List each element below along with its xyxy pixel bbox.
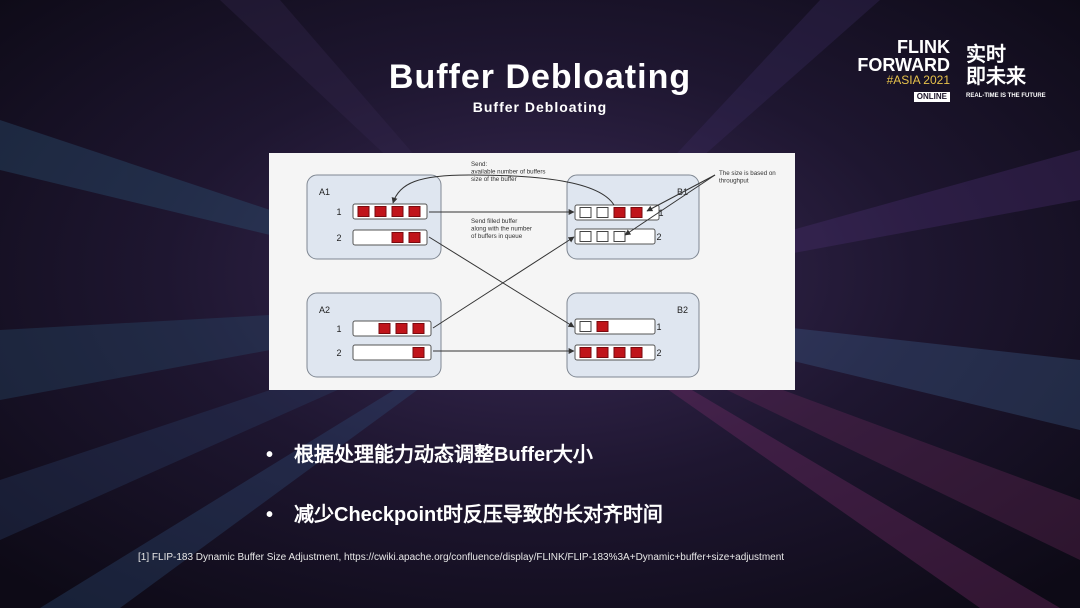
a2-to-b1-arrow	[432, 236, 575, 329]
logo-online-badge: ONLINE	[913, 92, 950, 102]
footnote-reference: [1] FLIP-183 Dynamic Buffer Size Adjustm…	[138, 552, 785, 563]
node-label: B2	[677, 305, 688, 315]
channel-label: 1	[336, 324, 341, 334]
send-buffer-note: Send filled buffer	[471, 218, 517, 225]
filled-buffer	[408, 206, 421, 217]
bullet-dot-icon: •	[266, 444, 274, 466]
empty-buffer	[613, 231, 626, 242]
bullet-item: • 减少Checkpoint时反压导致的长对齐时间	[266, 498, 663, 527]
filled-buffer	[412, 323, 425, 334]
logo-line-flink: FLINK	[897, 37, 950, 57]
channel-label: 1	[658, 208, 663, 218]
filled-buffer	[596, 347, 609, 358]
credit-arrow	[391, 174, 615, 206]
size-note-arrow	[624, 174, 716, 236]
logo-chinese: 实时 即未来	[966, 44, 1026, 88]
channel-label: 1	[656, 322, 661, 332]
filled-buffer	[613, 207, 626, 218]
channel-queue	[352, 320, 432, 337]
a1-to-b2-arrow	[428, 236, 575, 328]
filled-buffer	[391, 232, 404, 243]
conference-logo: FLINK FORWARD #ASIA 2021 ONLINE 实时 即未来 R…	[848, 38, 1048, 104]
channel-queue	[352, 344, 432, 361]
send-buffer-note: along with the number	[471, 226, 532, 233]
channel-label: 2	[336, 348, 341, 358]
bullet-text: 根据处理能力动态调整Buffer大小	[294, 444, 593, 466]
logo-line-asia: #ASIA 2021	[886, 73, 950, 87]
slide-title: Buffer Debloating	[388, 58, 692, 96]
buffer-diagram-svg: A112A212B112B212Send:available number of…	[306, 161, 776, 378]
empty-buffer	[579, 231, 592, 242]
filled-buffer	[374, 206, 387, 217]
filled-buffer	[630, 347, 643, 358]
filled-buffer	[412, 347, 425, 358]
logo-line-forward: FORWARD	[857, 55, 950, 75]
channel-label: 1	[336, 207, 341, 217]
channel-label: 2	[656, 348, 661, 358]
send-buffer-note: of buffers in queue	[471, 233, 523, 240]
empty-buffer	[596, 231, 609, 242]
node-label: A1	[319, 187, 330, 197]
send-credit-note: available number of buffers	[471, 169, 546, 176]
filled-buffer	[357, 206, 370, 217]
bullet-text: 减少Checkpoint时反压导致的长对齐时间	[294, 504, 663, 526]
filled-buffer	[391, 206, 404, 217]
bullet-item: • 根据处理能力动态调整Buffer大小	[266, 438, 593, 467]
bullet-dot-icon: •	[266, 504, 274, 526]
filled-buffer	[630, 207, 643, 218]
logo-cn-line2: 即未来	[966, 66, 1026, 88]
buffer-size-note: The size is based on	[719, 170, 776, 177]
filled-buffer	[395, 323, 408, 334]
buffer-size-note: throughput	[719, 178, 749, 185]
buffer-diagram: A112A212B112B212Send:available number of…	[269, 153, 795, 390]
logo-english: FLINK FORWARD #ASIA 2021 ONLINE	[848, 38, 950, 104]
channel-label: 2	[656, 232, 661, 242]
filled-buffer	[613, 347, 626, 358]
slide-subtitle: Buffer Debloating	[472, 99, 608, 115]
logo-cn-line1: 实时	[966, 44, 1006, 66]
logo-tagline: REAL-TIME IS THE FUTURE	[966, 93, 1046, 99]
empty-buffer	[579, 321, 592, 332]
empty-buffer	[596, 207, 609, 218]
send-credit-note: Send:	[471, 161, 487, 168]
empty-buffer	[579, 207, 592, 218]
channel-queue	[574, 318, 656, 335]
channel-label: 2	[336, 233, 341, 243]
filled-buffer	[408, 232, 421, 243]
filled-buffer	[378, 323, 391, 334]
filled-buffer	[596, 321, 609, 332]
send-credit-note: size of the buffer	[471, 176, 517, 183]
size-note-arrow	[646, 174, 716, 212]
filled-buffer	[579, 347, 592, 358]
node-label: A2	[319, 305, 330, 315]
